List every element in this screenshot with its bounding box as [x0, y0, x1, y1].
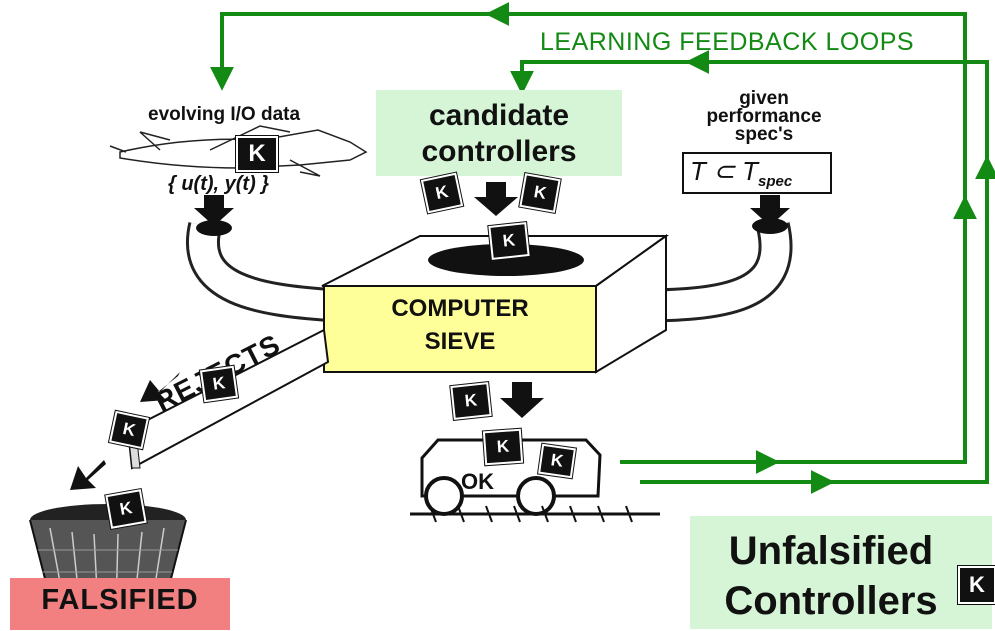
candidate-down-arrow	[474, 182, 518, 216]
unfalsified-controllers-label: Unfalsified Controllers	[696, 526, 966, 626]
unfalsified-line2: Controllers	[724, 579, 938, 623]
candidate-controllers-label: candidate controllers	[376, 98, 622, 170]
ok-label: OK	[461, 469, 494, 494]
falsified-label: FALSIFIED	[41, 584, 199, 616]
spec-formula: T ⊂ Tspec	[690, 156, 792, 190]
flow-arrows	[70, 182, 790, 490]
feedback-loops-title: LEARNING FEEDBACK LOOPS	[540, 28, 915, 56]
feedback-loops	[210, 2, 995, 494]
controller-chip-candidate-2: K	[519, 173, 561, 213]
io-down-arrow	[194, 195, 234, 226]
sieve-hole	[428, 244, 584, 276]
controller-chip-cart-1: K	[482, 428, 524, 466]
controller-chip-entering-sieve: K	[488, 222, 530, 260]
io-hose	[186, 220, 332, 322]
unfalsified-controllers-panel	[690, 516, 992, 629]
spec-formula-main: T ⊂ T	[690, 156, 758, 186]
candidate-line2: controllers	[421, 135, 577, 168]
sieve-line1: COMPUTER	[391, 295, 529, 322]
controller-chip-cart-2: K	[538, 443, 576, 479]
candidate-controllers-panel	[376, 90, 622, 176]
computer-sieve-label: COMPUTER SIEVE	[324, 292, 596, 358]
falsified-panel	[10, 578, 230, 630]
spec-formula-sub: spec	[758, 173, 793, 191]
candidate-line1: candidate	[428, 99, 570, 132]
spec-label: given performance spec's	[664, 88, 864, 145]
reject-arrow-1	[140, 372, 180, 402]
outer-feedback-loop	[210, 12, 967, 464]
cart-wheel-right	[516, 476, 556, 516]
sieve-label-panel	[323, 285, 597, 373]
spec-down-arrow	[750, 195, 790, 226]
controller-chip-io: K	[236, 136, 278, 172]
computer-sieve-box	[321, 234, 670, 374]
airplane-icon	[109, 125, 368, 177]
ok-cart	[410, 438, 660, 523]
spec-formula-box	[682, 152, 832, 194]
ok-down-arrow	[500, 382, 544, 418]
spec-line2: performance	[706, 106, 822, 127]
spec-line3: spec's	[734, 124, 794, 145]
sieve-line2: SIEVE	[424, 328, 496, 355]
unfalsified-line1: Unfalsified	[728, 529, 934, 573]
controller-chip-accepted: K	[450, 382, 492, 420]
inner-feedback-loop	[510, 60, 989, 484]
controller-chip-reject-1: K	[199, 365, 239, 403]
spec-line1: given	[739, 88, 789, 109]
controller-chip-bin: K	[105, 489, 147, 529]
controller-chip-reject-2: K	[109, 410, 149, 450]
io-signals-label: { u(t), y(t) }	[168, 173, 270, 195]
io-data-label: evolving I/O data	[148, 104, 301, 125]
controller-chip-unfalsified: K	[958, 566, 995, 604]
reject-arrow-2	[70, 460, 106, 490]
